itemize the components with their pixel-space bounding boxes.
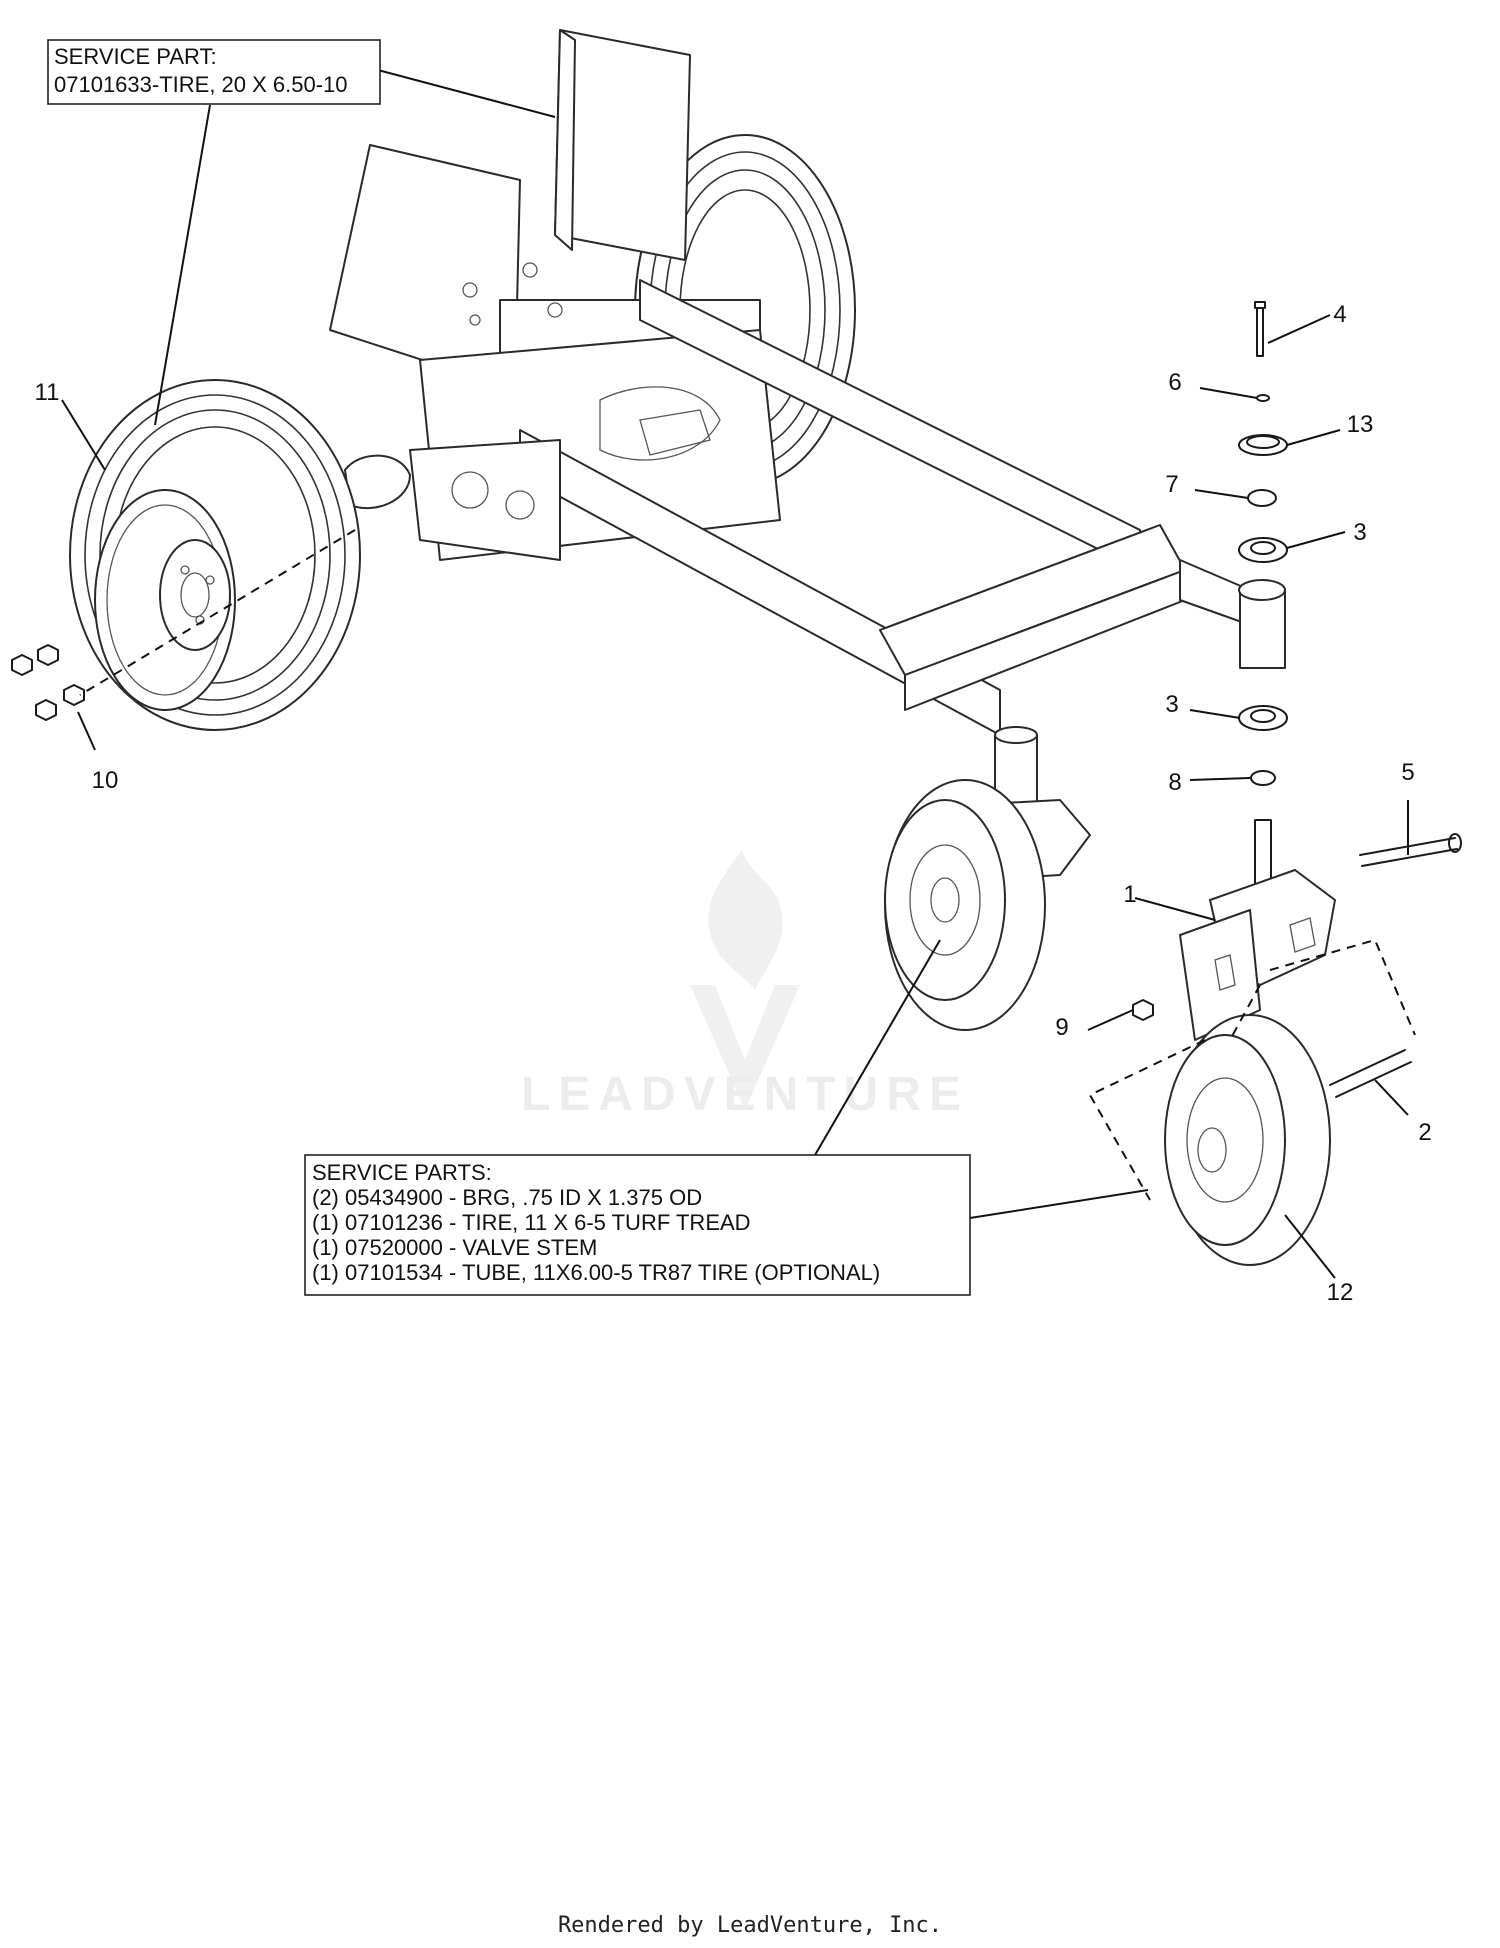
- callout-4: 4: [1333, 301, 1346, 328]
- service-parts-line: (1) 07520000 - VALVE STEM: [312, 1235, 597, 1260]
- caster-exploded-stack: [1132, 301, 1462, 1266]
- callout-10: 10: [92, 767, 119, 794]
- leadventure-watermark: LEADVENTURE: [521, 850, 969, 1121]
- service-parts-line: (1) 07101236 - TIRE, 11 X 6-5 TURF TREAD: [312, 1210, 751, 1235]
- callout-7: 7: [1165, 471, 1178, 498]
- callout-8: 8: [1168, 769, 1181, 796]
- front-caster-assembled: [884, 726, 1091, 1031]
- rear-tire-11: [69, 379, 361, 731]
- service-parts-line: (2) 05434900 - BRG, .75 ID X 1.375 OD: [312, 1185, 702, 1210]
- leader-lines: [61, 69, 1409, 1279]
- footer-credit: Rendered by LeadVenture, Inc.: [558, 1913, 942, 1938]
- callout-2: 2: [1418, 1119, 1431, 1146]
- lug-nuts-10: [11, 644, 85, 721]
- callout-13: 13: [1347, 411, 1374, 438]
- callout-11: 11: [35, 379, 60, 406]
- service-parts-title: SERVICE PARTS:: [312, 1160, 492, 1185]
- callout-6: 6: [1168, 369, 1181, 396]
- service-part-box: SERVICE PART: 07101633-TIRE, 20 X 6.50-1…: [47, 39, 381, 105]
- callout-3-bottom: 3: [1165, 691, 1178, 718]
- service-parts-line: (1) 07101534 - TUBE, 11X6.00-5 TR87 TIRE…: [312, 1260, 880, 1285]
- callout-1: 1: [1123, 881, 1136, 908]
- callout-12: 12: [1327, 1279, 1354, 1306]
- rear-axle-dashed: [79, 529, 356, 696]
- caster-dashed-outline: [1088, 938, 1416, 1201]
- service-part-number: 07101633-TIRE, 20 X 6.50-10: [54, 72, 348, 97]
- callout-9: 9: [1055, 1014, 1068, 1041]
- callout-3-top: 3: [1353, 519, 1366, 546]
- service-part-title: SERVICE PART:: [54, 44, 217, 69]
- watermark-text: LEADVENTURE: [521, 1068, 969, 1121]
- callout-5: 5: [1401, 759, 1414, 786]
- mower-frame: [329, 29, 1251, 736]
- callout-numbers: 11 10 4 6 13 7 3 3 8 5 1 9 2 12: [35, 301, 1432, 1306]
- service-parts-box: SERVICE PARTS: (2) 05434900 - BRG, .75 I…: [304, 1154, 971, 1296]
